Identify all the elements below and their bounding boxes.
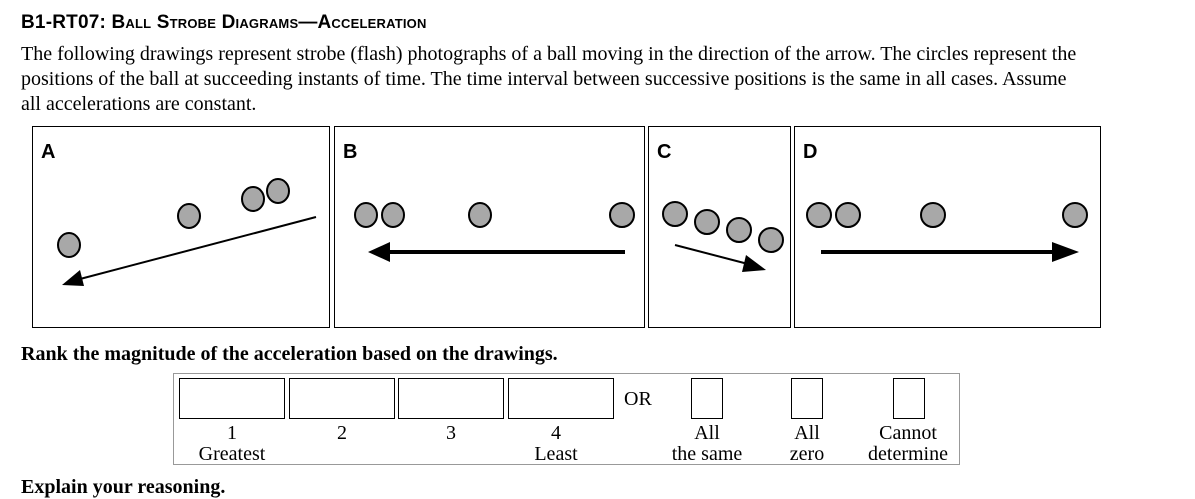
rank-number: 2 — [337, 422, 347, 444]
ball — [241, 186, 265, 212]
panel-label: A — [41, 141, 56, 163]
panel-b: B — [334, 126, 645, 328]
option-label: determine — [868, 443, 948, 465]
rank-number: 4 — [551, 422, 561, 444]
ball — [381, 202, 405, 228]
rank-2-box[interactable] — [289, 378, 395, 419]
panel-label: C — [657, 141, 672, 163]
ball — [609, 202, 635, 228]
ranking-question: Rank the magnitude of the acceleration b… — [21, 343, 558, 365]
ball — [920, 202, 946, 228]
panel-a: A — [32, 126, 330, 328]
ball — [726, 217, 752, 243]
option-label: Cannot — [879, 422, 937, 444]
ball — [468, 202, 492, 228]
all-same-box[interactable] — [691, 378, 723, 419]
rank-3-box[interactable] — [398, 378, 504, 419]
arrowhead — [62, 270, 84, 286]
cannot-determine-box[interactable] — [893, 378, 925, 419]
ball — [57, 232, 81, 258]
ball — [835, 202, 861, 228]
arrowhead — [368, 242, 390, 262]
ball — [1062, 202, 1088, 228]
option-label: All — [794, 422, 820, 444]
panel-label: D — [803, 141, 818, 163]
panel-c: C — [648, 126, 791, 328]
page-title: B1-RT07: Ball Strobe Diagrams—Accelerati… — [21, 12, 427, 33]
option-label: All — [694, 422, 720, 444]
option-label: the same — [671, 443, 743, 465]
arrowhead — [1052, 242, 1079, 262]
rank-number: 1 — [227, 422, 237, 444]
ball — [177, 203, 201, 229]
ball — [354, 202, 378, 228]
intro-text: The following drawings represent strobe … — [21, 43, 1077, 115]
panel-d: D — [794, 126, 1101, 328]
arrow — [674, 244, 749, 265]
rank-label: Greatest — [198, 443, 266, 465]
ball — [266, 178, 290, 204]
ball — [694, 209, 720, 235]
rank-number: 3 — [446, 422, 456, 444]
ball — [758, 227, 784, 253]
rank-1-box[interactable] — [179, 378, 285, 419]
panel-label: B — [343, 141, 358, 163]
all-zero-box[interactable] — [791, 378, 823, 419]
option-label: zero — [789, 443, 825, 465]
rank-4-box[interactable] — [508, 378, 614, 419]
arrowhead — [742, 255, 766, 272]
rank-label: Least — [534, 443, 578, 465]
or-label: OR — [624, 388, 652, 410]
arrow — [79, 216, 317, 280]
ball — [662, 201, 688, 227]
explain-prompt: Explain your reasoning. — [21, 476, 226, 498]
ball — [806, 202, 832, 228]
